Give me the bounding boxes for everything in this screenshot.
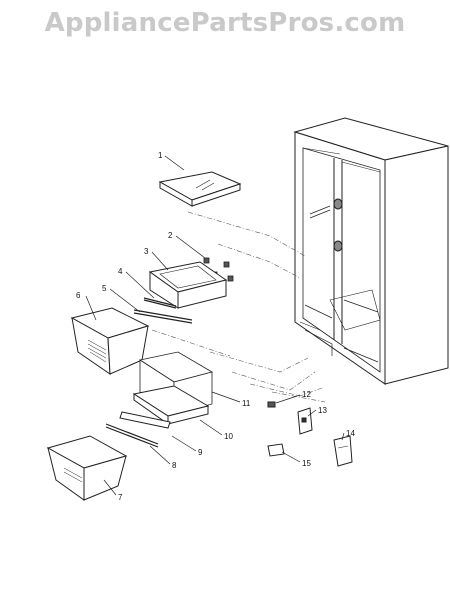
part-9-front-trim: [119, 411, 171, 429]
leader-lines: [151, 211, 326, 403]
part-3-shelf-frame: [148, 261, 228, 309]
refrigerator-cabinet: [293, 117, 449, 385]
callout-5: 5: [102, 284, 107, 293]
callout-numbers: 1 2 3 4 5 6 7 8 9 10 11 12 13 14 15: [76, 151, 355, 502]
callout-13: 13: [318, 406, 327, 415]
callout-10: 10: [224, 432, 233, 441]
callout-14: 14: [346, 429, 355, 438]
part-13-bracket: [297, 407, 313, 435]
part-5-slide: [133, 309, 193, 324]
callout-7: 7: [118, 493, 123, 502]
callout-12: 12: [302, 390, 311, 399]
callout-3: 3: [144, 247, 149, 256]
part-6-crisper-drawer: [70, 307, 150, 375]
part-7-crisper-drawer: [46, 435, 128, 501]
part-12-clip: [267, 401, 276, 408]
callout-6: 6: [76, 291, 81, 300]
watermark: AppliancePartsPros.com: [44, 8, 406, 38]
part-10-cover-frame: [132, 385, 210, 425]
callout-8: 8: [172, 461, 177, 470]
callout-9: 9: [198, 448, 203, 457]
part-15-bracket: [267, 443, 285, 457]
part-1-glass-shelf: [158, 171, 242, 207]
callout-leaders: [85, 155, 345, 496]
callout-4: 4: [118, 267, 123, 276]
callout-15: 15: [302, 459, 311, 468]
part-14-cover: [333, 435, 353, 467]
part-8-rail: [105, 423, 159, 448]
part-4-rail: [143, 297, 177, 309]
callout-11: 11: [242, 399, 251, 408]
callout-1: 1: [158, 151, 163, 160]
callout-2: 2: [168, 231, 173, 240]
